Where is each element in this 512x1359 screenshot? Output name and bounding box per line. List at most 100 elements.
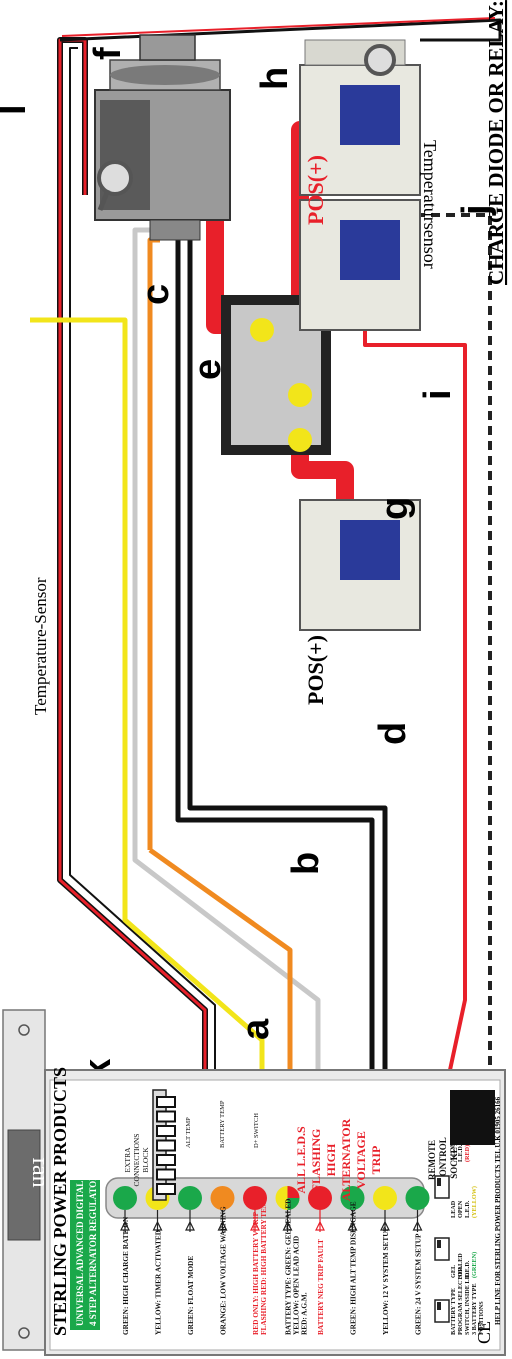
temp-sensor-mid-label: Temperature-Sensor: [31, 577, 50, 715]
led-7: [308, 1186, 332, 1210]
remote-control-socket[interactable]: [450, 1090, 495, 1145]
panel-brand: STERLING POWER PRODUCTS: [50, 1067, 70, 1336]
switch-info-2: PROGRAM SELECTOR: [457, 1267, 464, 1335]
remote-text-3: SOCKET: [449, 1141, 459, 1179]
label-d: d: [372, 722, 414, 745]
led-arrow-head: [412, 1220, 423, 1231]
led-arrow-head: [347, 1220, 358, 1231]
flash-text-5: VOLTAGE: [354, 1131, 368, 1189]
switch-info-5: POSITIONS: [478, 1301, 485, 1335]
led-9: [373, 1186, 397, 1210]
led-label-9: YELLOW: 12 V SYSTEM SETUP: [381, 1226, 390, 1335]
wire-k-red: [58, 38, 207, 1070]
pos-label-right: POS(+): [303, 155, 328, 225]
led-label-4: ORANGE: LOW VOLTAGE WARNING: [219, 1206, 228, 1335]
led-label-1: GREEN: HIGH CHARGE RATE ON: [121, 1216, 130, 1335]
sw-gel-2: SEALED: [457, 1253, 464, 1278]
led-arrow-head: [217, 1220, 228, 1231]
panel-helpline: HELP LINE FOR STERLING POWER PRODUCTS TE…: [494, 1096, 502, 1325]
led-4: [210, 1186, 235, 1210]
label-b: b: [285, 852, 327, 875]
remote-text-2: CONTROL: [438, 1137, 448, 1183]
led-label-5-b: FLASHING RED: HIGH BATTERY TEMP: [259, 1196, 268, 1335]
extra-block-text-1: EXTRA: [123, 1147, 132, 1173]
wire-l: [59, 18, 502, 42]
led-label-3: GREEN: FLOAT MODE: [186, 1256, 195, 1335]
terminal-label-1: ALT TEMP: [185, 1117, 192, 1148]
terminal-screw: [156, 1183, 176, 1195]
panel-product-2: 4 STEP ALTERNATOR REGULATOR: [88, 1174, 98, 1326]
label-i: i: [417, 389, 459, 400]
terminal-screw: [156, 1168, 176, 1181]
led-label-6-c: RED: A.G.M.: [300, 1292, 309, 1335]
wire-orange: [147, 237, 160, 850]
led-arrow-head: [152, 1220, 163, 1231]
label-a: a: [235, 1018, 277, 1040]
led-arrow-head: [185, 1220, 195, 1231]
terminal-screw: [156, 1139, 176, 1152]
panel-product-1: UNIVERSAL ADVANCED DIGITAL: [75, 1181, 85, 1326]
dip-switch-nub: [437, 1240, 441, 1248]
sw-agm-color: (RED): [464, 1145, 471, 1162]
terminal-label-3: D+ SWITCH: [253, 1113, 260, 1148]
label-g: g: [374, 497, 416, 520]
terminal-screw: [156, 1096, 176, 1108]
wire-b: [132, 227, 321, 1070]
sw-gel-1: GEL: [450, 1265, 457, 1278]
led-8: [340, 1186, 365, 1210]
switch-info-3: SWITCH, INSIDE LID: [464, 1272, 471, 1335]
led-label-7: BATTERY NEG TRIP FAULT: [316, 1239, 325, 1335]
switch-info-4: 3 BATTERY TYPE: [471, 1283, 478, 1335]
flash-text-4: ALTERNATOR: [339, 1118, 353, 1201]
sw-lead-1: LEAD: [450, 1200, 457, 1218]
wire-k-inner: [69, 47, 216, 1070]
led-3: [178, 1186, 202, 1210]
sw-agm-1: A.G.M: [450, 1144, 457, 1162]
dip-switch-nub: [437, 1178, 441, 1186]
flash-text-2: FLASHING: [309, 1129, 323, 1192]
terminal-screw: [156, 1110, 176, 1123]
led-label-6-b: YELLOW: OPEN LEAD ACID: [292, 1236, 301, 1335]
diagram-title: CHARGE DIODE OR RELAY:: [484, 0, 508, 285]
flash-text-3: HIGH: [324, 1143, 338, 1176]
led-label-2: YELLOW: TIMER ACTIVATED: [154, 1230, 163, 1335]
battery-h2: [299, 199, 421, 331]
regulator-panel: STERLING POWER PRODUCTS UNIVERSAL ADVANC…: [44, 1067, 506, 1356]
led-label-10: GREEN: 24 V SYSTEM SETUP: [414, 1233, 423, 1335]
temp-sensor-top-label: Temperatursensor: [420, 140, 440, 269]
extra-block-text-3: BLOCK: [141, 1147, 150, 1173]
led-arrow-head: [282, 1220, 293, 1231]
extra-block-text-2: CONNECTIONS: [132, 1134, 141, 1187]
wire-l-red: [61, 17, 496, 37]
sw-agm-2: L.E.D.: [457, 1144, 464, 1162]
wire-d2: [187, 240, 388, 1070]
sw-lead-2: OPEN: [457, 1200, 464, 1218]
label-f: f: [87, 47, 129, 60]
remote-text-1: REMOTE: [427, 1140, 437, 1180]
flash-text-6: TRIP: [369, 1146, 383, 1175]
sw-gel-3: L.E.D.: [464, 1260, 471, 1278]
wire-orange-b: [148, 847, 293, 1070]
battery-g: [299, 499, 421, 631]
pos-label-left: POS(+): [303, 635, 328, 705]
sw-lead-color: (YELLOW): [471, 1186, 478, 1218]
panel-ce-mark: CE: [474, 1321, 494, 1344]
wire-j: [355, 213, 492, 1080]
led-10: [405, 1186, 430, 1210]
led-label-8: GREEN: HIGH ALT TEMP DISENGAGE: [349, 1201, 358, 1335]
dip-switch-nub: [437, 1302, 441, 1310]
sw-lead-3: L.E.D.: [464, 1200, 471, 1218]
sw-gel-color: (GREEN): [471, 1252, 478, 1278]
led-arrow-head: [120, 1220, 130, 1231]
label-j: j: [455, 204, 497, 216]
led-label-6: BATTERY TYPE: GREEN: GEL/SEALED: [284, 1199, 293, 1335]
led-arrow-head: [315, 1220, 325, 1231]
alternator: [94, 34, 231, 241]
label-e: e: [187, 359, 229, 380]
led-label-5: RED ONLY: HIGH BATTERY V TRIP: [251, 1211, 260, 1335]
led-arrow-head: [250, 1220, 260, 1231]
flash-text-1: ALL L.E.D.S: [294, 1126, 308, 1194]
battery-h: [299, 39, 421, 196]
terminal-screw: [156, 1154, 176, 1166]
